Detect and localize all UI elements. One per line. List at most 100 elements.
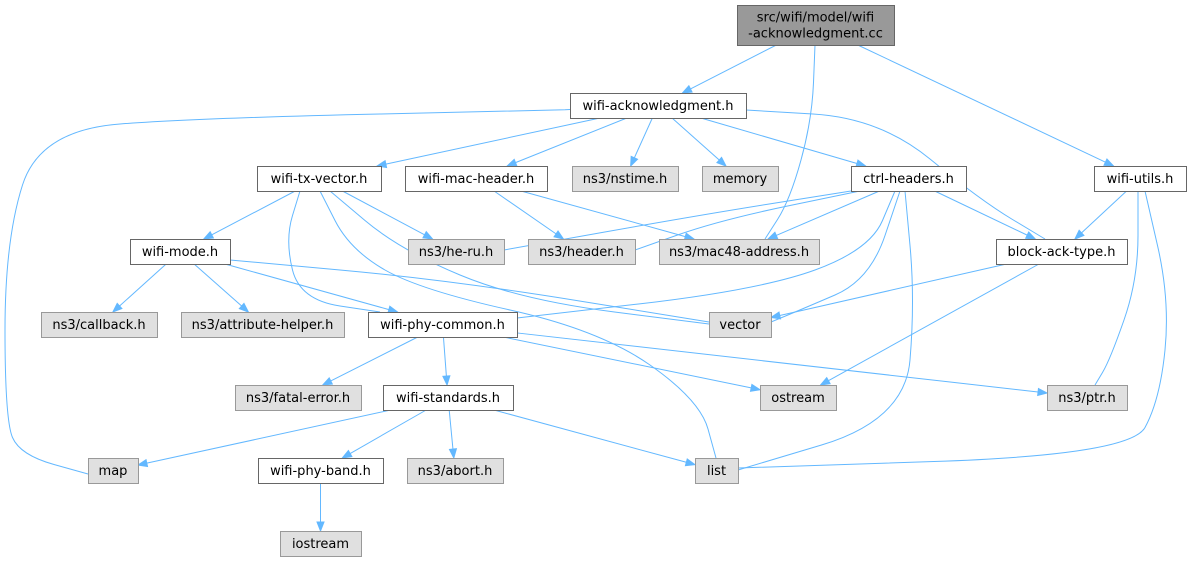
node-box: [88, 458, 139, 484]
node-label: ns3/abort.h: [418, 464, 493, 479]
arrowhead-ctrl_headers-to-block_ack: [1024, 231, 1037, 240]
node-layer: src/wifi/model/wifi-acknowledgment.cc wif…: [41, 5, 1187, 557]
arrowhead-block_ack-to-ostream: [819, 376, 831, 386]
node-label: wifi-acknowledgment.h: [582, 99, 733, 114]
node-wifi-ack[interactable]: wifi-acknowledgment.h: [570, 93, 747, 119]
arrowhead-wifi_utils-to-block_ack: [1073, 229, 1085, 240]
arrowhead-wifi_mac_header-to-mac48: [683, 232, 696, 241]
arrowhead-wifi_standards-to-list: [684, 458, 697, 467]
node-ctrl-headers[interactable]: ctrl-headers.h: [851, 166, 967, 192]
edge-block_ack-to-ostream: [828, 263, 1040, 382]
node-label: wifi-utils.h: [1107, 172, 1174, 187]
edge-wifi_ack-to-ctrl_headers: [700, 117, 858, 164]
edge-wifi_utils-to-ptr: [1094, 191, 1139, 386]
node-wifi-mode[interactable]: wifi-mode.h: [130, 239, 231, 265]
edge-wifi_mac_header-to-header: [493, 190, 557, 235]
arrowhead-phy_common-to-wifi_standards: [442, 375, 451, 387]
node-block-ack[interactable]: block-ack-type.h: [996, 239, 1128, 265]
node-label: ns3/he-ru.h: [419, 245, 494, 260]
node-box: [702, 166, 779, 192]
edge-wifi_utils-to-list: [737, 190, 1167, 469]
edge-phy_common-to-ostream: [503, 336, 752, 389]
arrowhead-wifi_tx_vector-to-wifi_mode: [202, 230, 215, 240]
edge-wifi_tx_vector-to-vector: [329, 190, 710, 325]
edge-wifi_mode-to-attr_helper: [193, 263, 242, 307]
node-wifi-mac-header[interactable]: wifi-mac-header.h: [405, 166, 548, 192]
node-label: wifi-tx-vector.h: [271, 172, 368, 187]
arrowhead-ctrl_headers-to-mac48: [766, 231, 779, 240]
node-phy-common[interactable]: wifi-phy-common.h: [368, 312, 518, 338]
node-box: [407, 458, 504, 484]
edge-root-to-wifi_utils: [857, 44, 1106, 163]
node-box: [258, 458, 384, 484]
node-box: [572, 166, 679, 192]
arrowhead-phy_common-to-ptr: [1037, 387, 1049, 397]
node-label: src/wifi/model/wifi: [757, 11, 874, 26]
arrowhead-phy_common-to-fatal_error: [321, 376, 334, 386]
node-box: [235, 385, 362, 411]
edge-wifi_tx_vector-to-he_ru: [342, 190, 425, 236]
node-wifi-standards[interactable]: wifi-standards.h: [383, 385, 514, 411]
arrowhead-wifi_standards-to-phy_band: [341, 449, 353, 459]
edge-wifi_standards-to-map: [146, 409, 391, 464]
arrowhead-wifi_ack-to-memory: [716, 156, 727, 167]
node-phy-band[interactable]: wifi-phy-band.h: [258, 458, 384, 484]
arrowhead-wifi_mode-to-phy_common: [387, 305, 399, 314]
edge-phy_common-to-wifi_standards: [442, 336, 447, 377]
node-box: [130, 239, 231, 265]
node-box: [405, 166, 548, 192]
edge-wifi_tx_vector-to-wifi_mode: [211, 190, 296, 236]
node-ptr: ns3/ptr.h: [1047, 385, 1128, 411]
arrowhead-wifi_ack-to-wifi_mac_header: [505, 158, 518, 167]
edge-wifi_ack-to-block_ack: [745, 109, 1046, 240]
edge-wifi_ack-to-wifi_tx_vector: [385, 117, 601, 165]
arrowhead-wifi_mac_header-to-header: [553, 230, 565, 240]
node-wifi-tx-vector[interactable]: wifi-tx-vector.h: [257, 166, 382, 192]
edge-ctrl_headers-to-phy_common: [516, 190, 896, 319]
node-wifi-utils[interactable]: wifi-utils.h: [1094, 166, 1187, 192]
node-label: wifi-phy-common.h: [380, 318, 505, 333]
edge-wifi_ack-to-map: [4, 109, 571, 475]
node-box: [709, 312, 772, 338]
edge-wifi_standards-to-list: [493, 409, 687, 463]
edge-wifi_utils-to-block_ack: [1081, 190, 1127, 234]
node-box: [408, 239, 505, 265]
node-label: ns3/callback.h: [52, 318, 145, 333]
node-memory: memory: [702, 166, 779, 192]
node-label: wifi-mode.h: [142, 245, 218, 260]
node-root: src/wifi/model/wifi-acknowledgment.cc: [737, 5, 895, 46]
node-box: [528, 239, 636, 265]
edge-wifi_ack-to-memory: [671, 117, 720, 161]
edge-root-to-mac48: [764, 44, 816, 240]
arrowhead-wifi_mode-to-callback: [111, 302, 123, 313]
node-label: ostream: [771, 391, 825, 406]
node-box: [368, 312, 518, 338]
arrowhead-wifi_ack-to-ctrl_headers: [855, 159, 867, 168]
edge-ctrl_headers-to-list: [737, 190, 913, 471]
node-list: list: [695, 458, 739, 484]
node-callback: ns3/callback.h: [41, 312, 158, 338]
edge-wifi_tx_vector-to-phy_common: [288, 190, 381, 313]
node-label: wifi-mac-header.h: [418, 172, 535, 187]
edge-ctrl_headers-to-header: [634, 190, 861, 251]
node-he-ru: ns3/he-ru.h: [408, 239, 505, 265]
arrowhead-wifi_standards-to-map: [136, 458, 149, 468]
edge-wifi_ack-to-nstime: [633, 117, 653, 159]
node-box: [695, 458, 739, 484]
node-label: map: [99, 464, 128, 479]
node-box: [760, 385, 837, 411]
node-label: block-ack-type.h: [1008, 245, 1116, 260]
node-box: [383, 385, 514, 411]
edge-wifi_standards-to-abort: [448, 409, 454, 450]
edge-ctrl_headers-to-mac48: [776, 190, 880, 236]
edge-wifi_ack-to-wifi_mac_header: [515, 117, 628, 164]
node-label: ns3/nstime.h: [583, 172, 667, 187]
node-label: iostream: [292, 537, 349, 552]
edge-wifi_mode-to-callback: [119, 263, 167, 307]
node-iostream: iostream: [280, 531, 362, 557]
arrowhead-phy_common-to-ostream: [749, 383, 762, 392]
node-box: [280, 531, 362, 557]
node-abort: ns3/abort.h: [407, 458, 504, 484]
node-box: [851, 166, 967, 192]
